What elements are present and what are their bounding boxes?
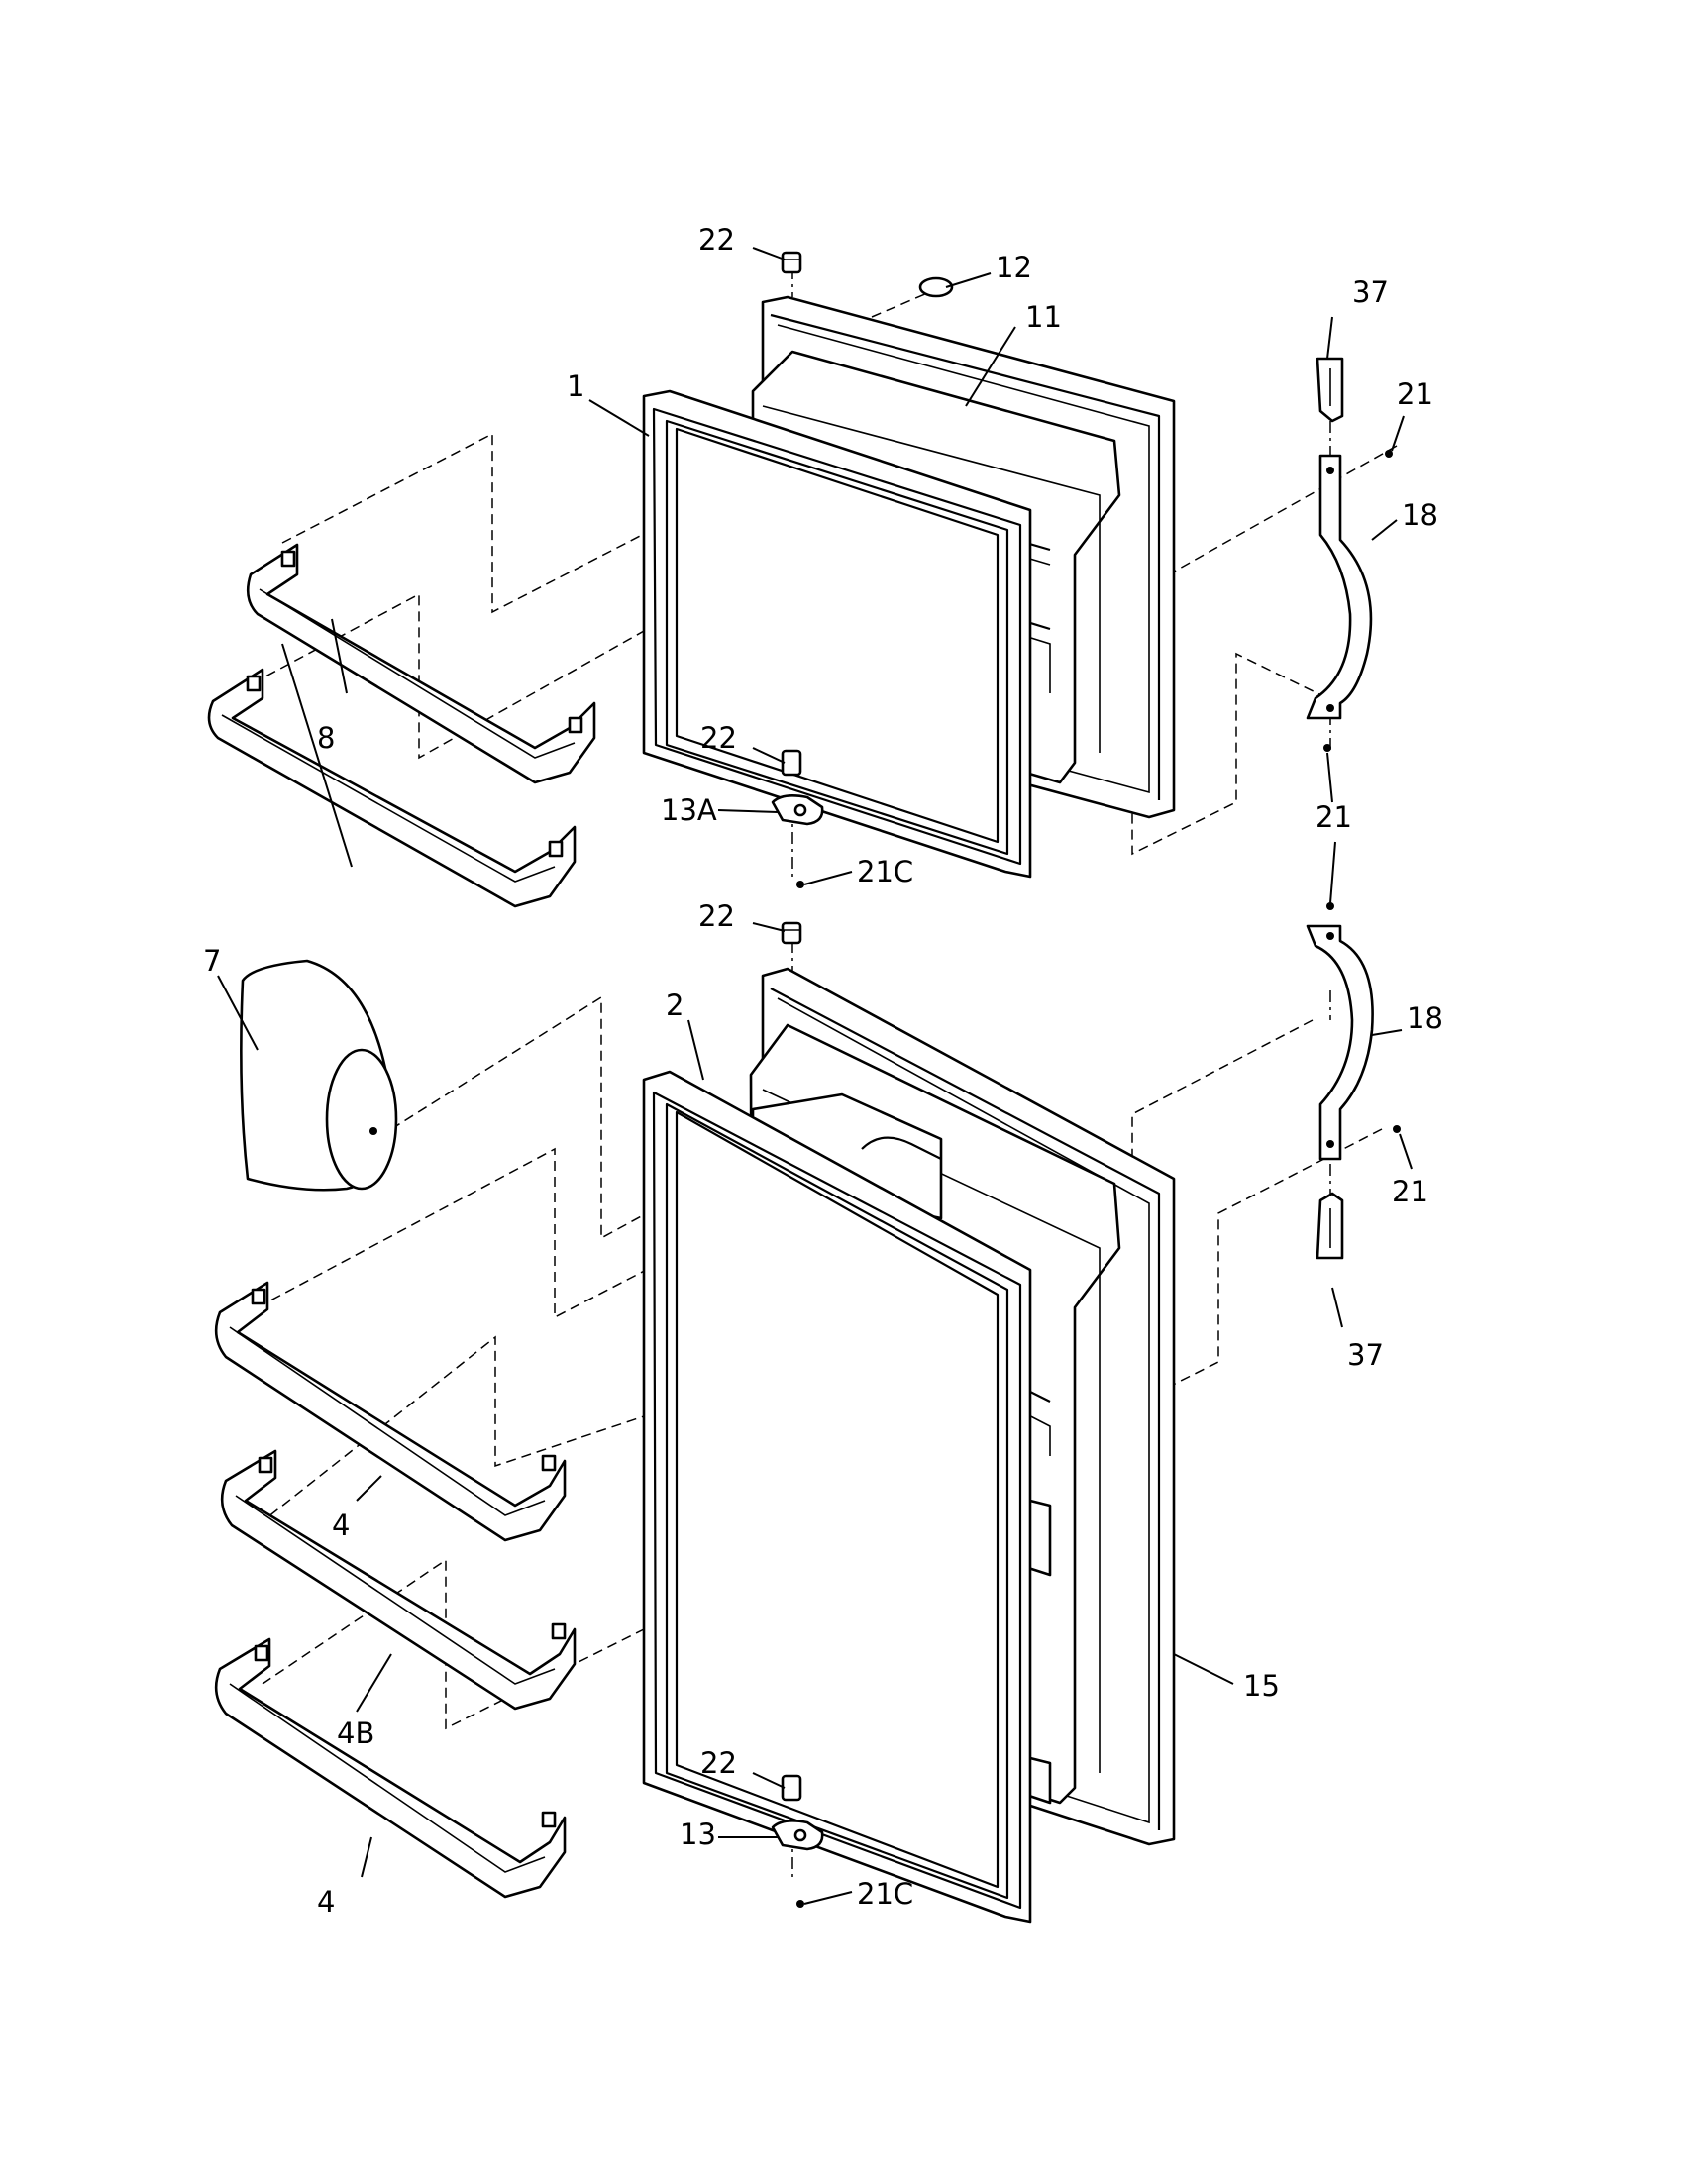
fresh-door-bin-bottom bbox=[214, 1637, 567, 1899]
fresh-door-bin-middle bbox=[220, 1449, 577, 1711]
callout-11: 11 bbox=[1025, 300, 1062, 334]
callout-2: 2 bbox=[666, 988, 684, 1022]
freezer-door-gasket bbox=[642, 389, 1032, 879]
fresh-door-bin-top bbox=[214, 1281, 567, 1542]
callout-4-bottom: 4 bbox=[317, 1885, 335, 1919]
hinge-bushing-bottom-upper bbox=[781, 749, 802, 777]
callout-12: 12 bbox=[996, 251, 1032, 284]
callout-18-lower: 18 bbox=[1407, 1001, 1443, 1035]
screws bbox=[796, 276, 1401, 1908]
callout-37-lower: 37 bbox=[1347, 1338, 1384, 1372]
handle-end-cap-top bbox=[1316, 357, 1344, 423]
freezer-door-bin-bottom bbox=[207, 668, 577, 908]
fresh-food-door-handle bbox=[1306, 924, 1374, 1161]
callout-21-lower: 21 bbox=[1392, 1175, 1428, 1208]
callout-22-b: 22 bbox=[700, 721, 737, 755]
callout-4-top: 4 bbox=[332, 1508, 350, 1542]
hinge-bushing-top-upper bbox=[781, 251, 802, 274]
callout-4B: 4B bbox=[337, 1716, 374, 1750]
hinge-bushing-top-lower bbox=[781, 921, 802, 945]
callout-22-c: 22 bbox=[698, 899, 735, 933]
callout-37-upper: 37 bbox=[1352, 275, 1389, 309]
freezer-door-handle bbox=[1306, 454, 1373, 720]
callout-7: 7 bbox=[203, 944, 221, 978]
hinge-bracket-lower bbox=[771, 1820, 824, 1851]
callout-labels: 1 2 7 8 4 4B 4 11 12 15 18 18 21 21 21 3… bbox=[203, 223, 1443, 1919]
hinge-bushing-bottom-lower bbox=[781, 1774, 802, 1802]
callout-8: 8 bbox=[317, 721, 335, 755]
callout-21-middle: 21 bbox=[1316, 800, 1352, 834]
callout-22-d: 22 bbox=[700, 1746, 737, 1780]
callout-13A: 13A bbox=[661, 793, 717, 827]
callout-13: 13 bbox=[680, 1818, 716, 1851]
callout-21-upper: 21 bbox=[1397, 377, 1433, 411]
callout-leaders bbox=[217, 247, 1413, 1905]
handle-end-cap-bottom bbox=[1316, 1192, 1344, 1260]
callout-18-upper: 18 bbox=[1402, 498, 1438, 532]
fresh-food-door-gasket bbox=[642, 1070, 1032, 1924]
callout-15: 15 bbox=[1243, 1669, 1280, 1703]
hinge-bracket-upper bbox=[771, 794, 824, 826]
crisper-cover bbox=[240, 959, 398, 1192]
callout-21C-upper: 21C bbox=[857, 855, 913, 888]
callout-22-a: 22 bbox=[698, 223, 735, 257]
callout-1: 1 bbox=[567, 369, 584, 403]
callout-21C-lower: 21C bbox=[857, 1877, 913, 1911]
freezer-door-bin-top bbox=[246, 543, 596, 784]
